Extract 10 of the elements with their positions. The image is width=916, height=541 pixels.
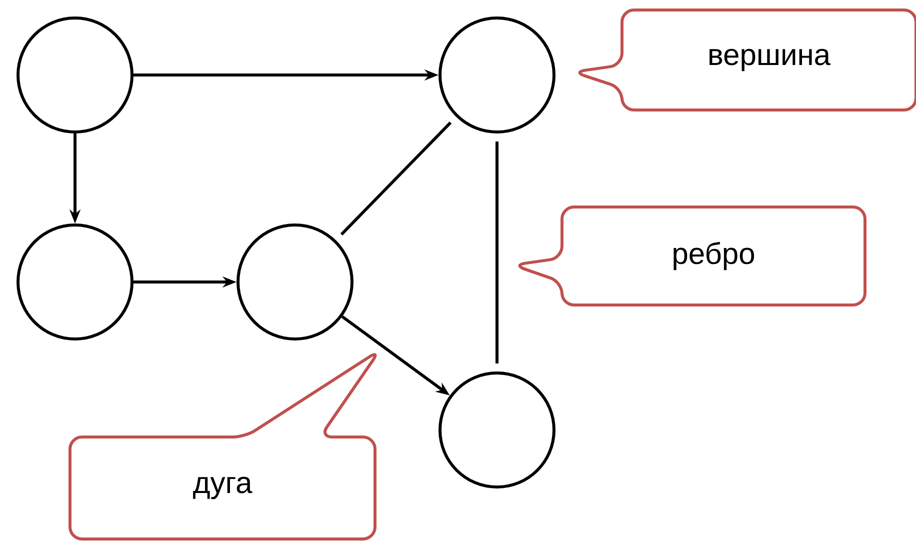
edge-line bbox=[340, 122, 452, 236]
callout-bubble: дуга bbox=[68, 353, 377, 540]
callout-bubble: ребро bbox=[518, 206, 866, 306]
vertex-circle bbox=[438, 16, 556, 134]
edge-line bbox=[496, 142, 498, 364]
vertex-circle bbox=[16, 16, 134, 134]
vertex-circle bbox=[16, 224, 134, 340]
callout-bubble: вершина bbox=[578, 8, 916, 112]
vertex-circle bbox=[236, 224, 354, 340]
vertex-circle bbox=[438, 372, 556, 488]
